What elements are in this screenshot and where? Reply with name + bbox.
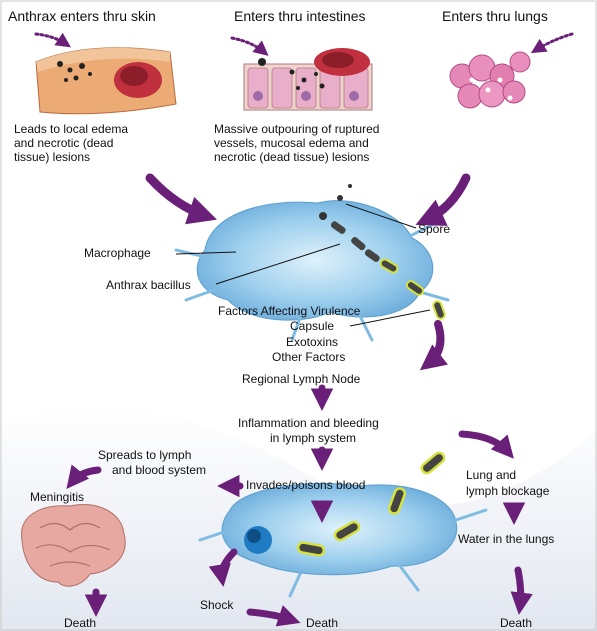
intestine-effect-line: vessels, mucosal edema and	[214, 136, 379, 150]
lung-alveoli-illustration	[450, 52, 530, 108]
virulence-item-exotoxins: Exotoxins	[286, 335, 338, 349]
intestine-effect-line: Massive outpouring of ruptured	[214, 122, 379, 136]
water-in-lungs-label: Water in the lungs	[458, 532, 554, 546]
header-skin: Anthrax enters thru skin	[8, 8, 156, 24]
lung-blockage-label-line2: lymph blockage	[466, 484, 549, 498]
virulence-item-other: Other Factors	[272, 350, 345, 364]
regional-lymph-node-label: Regional Lymph Node	[242, 372, 360, 386]
intestine-tissue-illustration	[244, 48, 372, 110]
spore-label: Spore	[418, 222, 450, 236]
lung-blockage-label: Lung and	[466, 468, 516, 482]
skin-effect-line: Leads to local edema	[14, 122, 128, 136]
invades-blood-label: Invades/poisons blood	[246, 478, 365, 492]
header-lungs: Enters thru lungs	[442, 8, 548, 24]
meningitis-label: Meningitis	[30, 490, 84, 504]
skin-tissue-illustration	[36, 48, 176, 114]
spreads-lymph-label: Spreads to lymph	[98, 448, 191, 462]
intestine-effect-line: necrotic (dead tissue) lesions	[214, 150, 379, 164]
skin-effect-text: Leads to local edema and necrotic (dead …	[14, 122, 128, 164]
death-label: Death	[500, 616, 532, 630]
death-label: Death	[64, 616, 96, 630]
inflammation-label-line2: in lymph system	[270, 431, 356, 445]
spreads-lymph-label-line2: and blood system	[112, 463, 206, 477]
macrophage-label: Macrophage	[84, 246, 151, 260]
virulence-item-capsule: Capsule	[290, 319, 334, 333]
skin-effect-line: tissue) lesions	[14, 150, 128, 164]
shock-label: Shock	[200, 598, 233, 612]
intestine-effect-text: Massive outpouring of ruptured vessels, …	[214, 122, 379, 164]
death-label: Death	[306, 616, 338, 630]
header-intestines: Enters thru intestines	[234, 8, 366, 24]
skin-effect-line: and necrotic (dead	[14, 136, 128, 150]
inflammation-label: Inflammation and bleeding	[238, 416, 379, 430]
virulence-title: Factors Affecting Virulence	[218, 304, 360, 318]
anthrax-bacillus-label: Anthrax bacillus	[106, 278, 191, 292]
